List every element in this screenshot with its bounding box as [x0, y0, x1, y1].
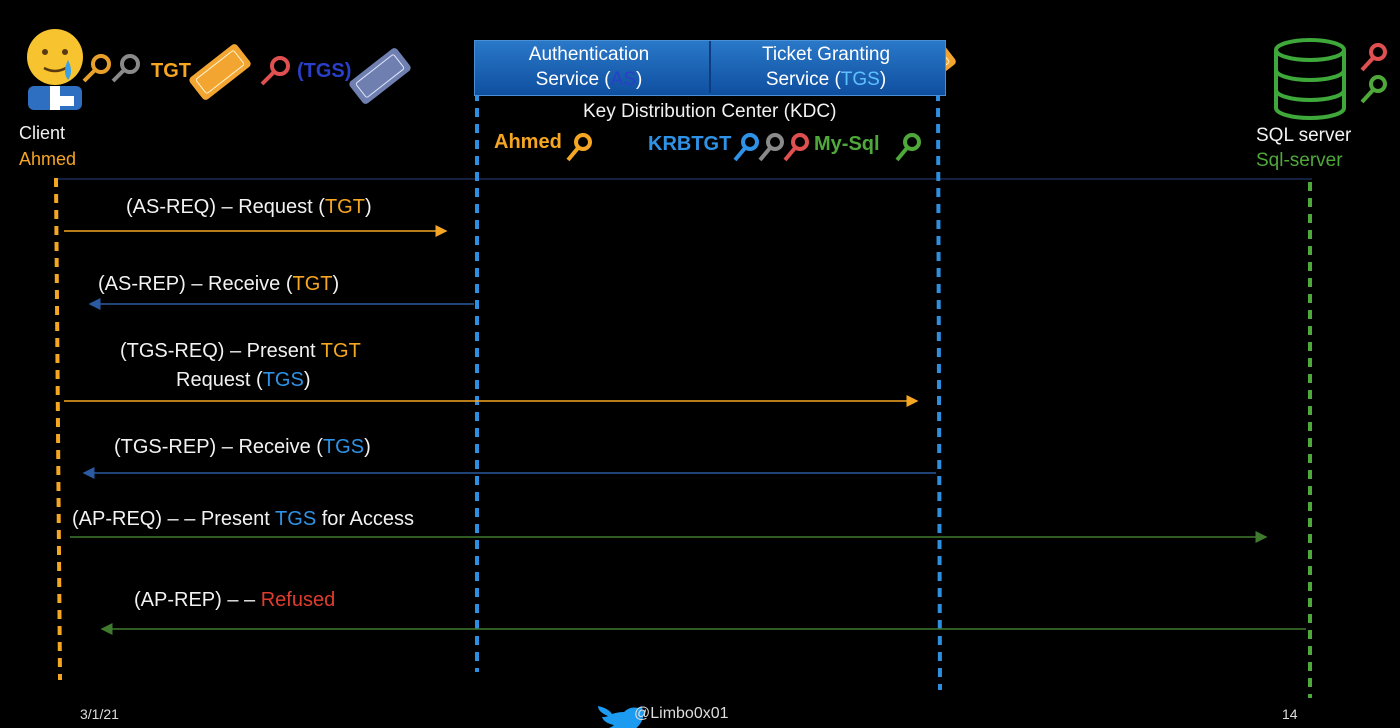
tgs-abbr: TGS — [840, 69, 880, 90]
message-text-end: ) — [364, 196, 372, 218]
server-name: Sql-server — [1256, 150, 1343, 171]
krbtgt-key-gray-icon — [758, 133, 784, 162]
server-key-green-icon — [1360, 75, 1387, 104]
message-text: (AP-REQ) – – Present — [72, 508, 276, 530]
message-text-end: ) — [303, 369, 311, 391]
tgs-line2-text: Service ( — [765, 69, 841, 90]
kdc-key-krbtgt: KRBTGT — [648, 133, 732, 155]
message-text-end: ) — [332, 273, 340, 295]
footer-handle: @Limbo0x01 — [634, 705, 729, 722]
message-text: (TGS-REQ) – Present — [120, 340, 321, 362]
footer-date: 3/1/21 — [80, 706, 119, 722]
client-lifeline — [54, 177, 62, 681]
message-tgs-req-line1: (TGS-REQ) – Present TGT — [120, 340, 361, 363]
message-text: (AS-REQ) – Request ( — [126, 196, 325, 218]
message-highlight: TGS — [275, 508, 317, 530]
message-highlight: Refused — [260, 589, 336, 611]
tgt-ticket-icon — [189, 44, 251, 100]
tgs-service-label: Ticket Granting Service (TGS) — [728, 42, 924, 92]
server-key-red-icon — [1360, 43, 1387, 72]
message-text-end: ) — [364, 436, 371, 458]
message-text: (AS-REP) – Receive ( — [98, 273, 293, 295]
kdc-key-ahmed: Ahmed — [494, 131, 562, 153]
client-key-orange-icon — [82, 54, 111, 83]
mysql-key-icon — [895, 133, 921, 162]
message-highlight: TGT — [320, 340, 361, 362]
tgs-line1: Ticket Granting — [761, 44, 891, 65]
message-as-req: (AS-REQ) – Request (TGT) — [126, 196, 372, 219]
as-line2-text: Service ( — [535, 69, 611, 90]
client-title: Client — [19, 123, 66, 143]
client-tgt-label: TGT — [151, 60, 191, 82]
twitter-icon — [598, 706, 645, 728]
as-abbr: AS — [610, 69, 636, 90]
kdc-key-mysql: My-Sql — [814, 133, 880, 155]
tgs-close: ) — [879, 69, 887, 90]
tgs-line2: Service (TGS) — [728, 67, 924, 92]
message-highlight: TGT — [292, 273, 333, 295]
footer-page-number: 14 — [1282, 706, 1298, 722]
message-text-end: for Access — [316, 508, 414, 530]
message-as-rep: (AS-REP) – Receive (TGT) — [98, 273, 339, 296]
as-line1: Authentication — [528, 44, 650, 65]
client-name: Ahmed — [19, 149, 77, 169]
ahmed-key-icon — [566, 133, 592, 162]
server-title: SQL server — [1256, 125, 1352, 146]
message-highlight: TGT — [324, 196, 365, 218]
as-line2: Service (AS) — [494, 67, 684, 92]
client-key-gray-icon — [111, 54, 140, 83]
message-highlight: TGS — [322, 436, 365, 458]
as-close: ) — [636, 69, 643, 90]
database-icon — [1274, 38, 1346, 120]
krbtgt-key-blue-icon — [733, 133, 759, 162]
message-ap-req: (AP-REQ) – – Present TGS for Access — [72, 508, 414, 531]
message-highlight: TGS — [262, 369, 304, 391]
kdc-tgs-lifeline — [936, 91, 942, 691]
as-service-label: Authentication Service (AS) — [494, 42, 684, 92]
message-text: (AP-REP) – – — [134, 589, 261, 611]
tgs-ticket-icon — [349, 48, 411, 104]
client-key-red-icon — [260, 56, 290, 86]
kdc-title: Key Distribution Center (KDC) — [583, 101, 837, 122]
message-tgs-req-line2: Request (TGS) — [176, 369, 311, 392]
message-text: Request ( — [176, 369, 263, 391]
client-tgs-label: (TGS) — [297, 60, 352, 82]
message-text: (TGS-REP) – Receive ( — [114, 436, 323, 458]
krbtgt-key-red-icon — [783, 133, 809, 162]
client-avatar-icon — [27, 29, 83, 110]
message-ap-rep: (AP-REP) – – Refused — [134, 589, 335, 612]
kdc-header-divider — [709, 41, 711, 93]
message-tgs-rep: (TGS-REP) – Receive (TGS) — [114, 436, 371, 459]
